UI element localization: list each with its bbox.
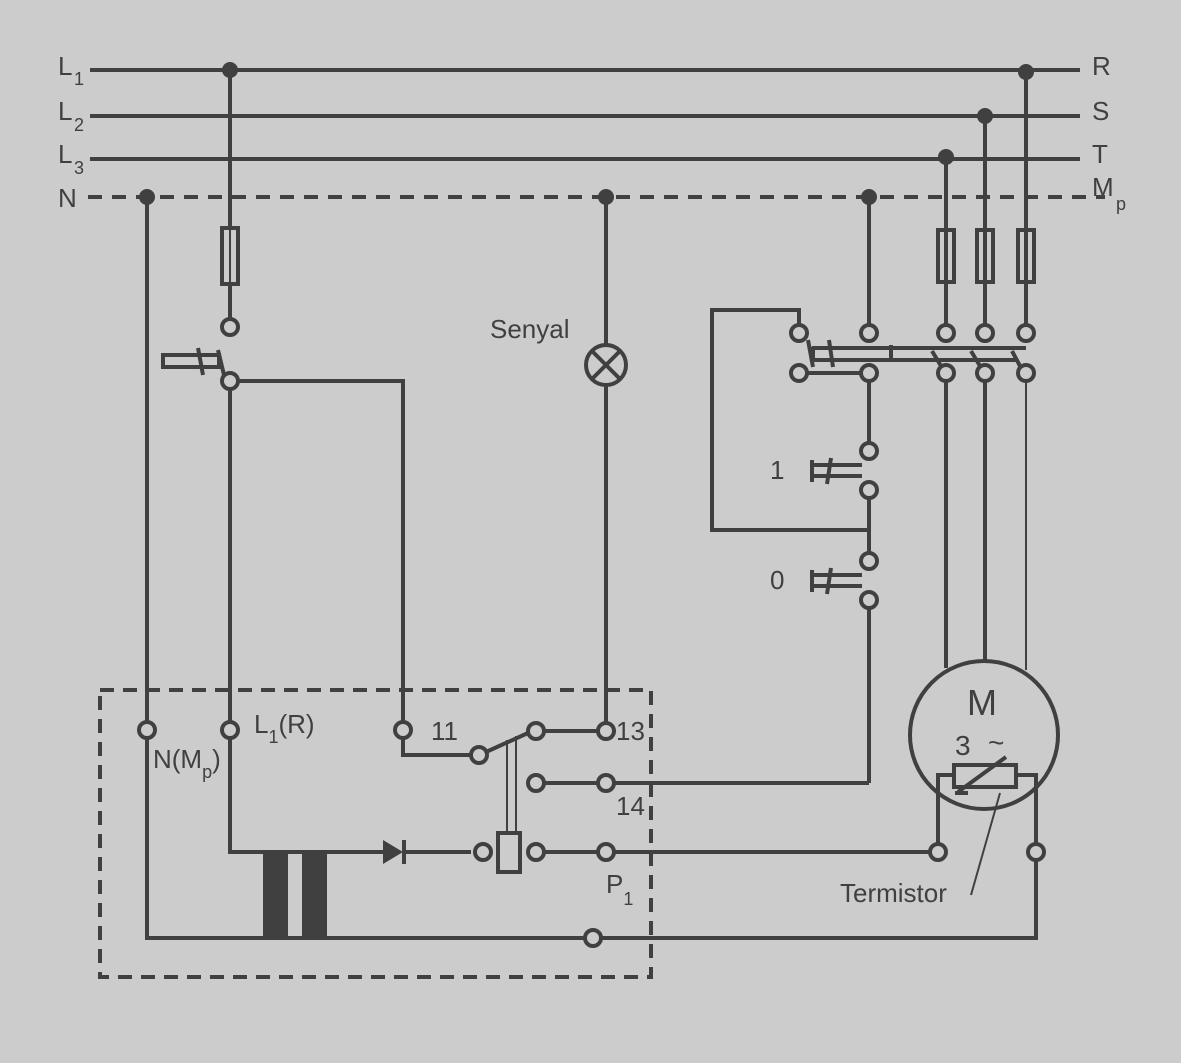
stop-button-label: 0	[770, 565, 784, 595]
relay-n-label: N(Mp)	[153, 744, 221, 782]
stop-button[interactable]	[810, 551, 879, 610]
bus-l3-sub: 3	[74, 158, 84, 178]
signal-lamp	[584, 197, 628, 723]
signal-label: Senyal	[490, 314, 570, 344]
start-button[interactable]	[810, 441, 879, 500]
bus-l1-label: L	[58, 51, 72, 81]
motor	[908, 659, 1060, 896]
motor-phases: 3	[955, 730, 971, 761]
phase-r-label: R	[1092, 51, 1111, 81]
control-fuse-breaker	[161, 70, 405, 722]
relay-l1-label: L1(R)	[254, 709, 315, 747]
contactor	[710, 70, 1036, 783]
terminal-13-label: 13	[616, 716, 645, 746]
phase-s-label: S	[1092, 96, 1109, 126]
transformer-icon	[263, 852, 288, 938]
motor-ac-icon: ~	[988, 727, 1004, 758]
phase-t-label: T	[1092, 139, 1108, 169]
thermistor-label: Termistor	[840, 878, 947, 908]
bus-l2-sub: 2	[74, 115, 84, 135]
bus-l1-sub: 1	[74, 69, 84, 89]
thermistor-relay	[98, 197, 1038, 979]
terminal-14-label: 14	[616, 791, 645, 821]
bus-l2-label: L	[58, 96, 72, 126]
bus-lines	[88, 62, 1105, 205]
phase-mp-label: M	[1092, 172, 1114, 202]
motor-label: M	[967, 682, 997, 723]
bus-l3-label: L	[58, 139, 72, 169]
relay-p1-label: P1	[606, 869, 633, 909]
start-button-label: 1	[770, 455, 784, 485]
bus-n-label: N	[58, 183, 77, 213]
terminal-11-label: 11	[431, 716, 458, 746]
relay-coil-icon	[496, 831, 522, 874]
diode-icon	[383, 840, 403, 864]
phase-mp-sub: p	[1116, 194, 1126, 214]
